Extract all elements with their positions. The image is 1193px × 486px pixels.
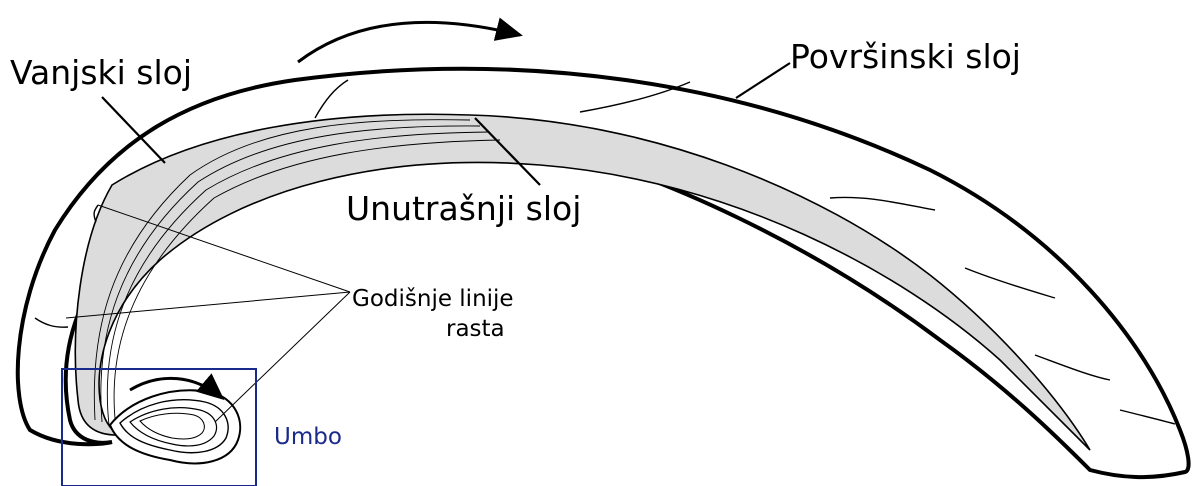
outer-layer-label: Vanjski sloj <box>10 56 192 89</box>
surface-layer-label: Površinski sloj <box>790 40 1021 73</box>
umbo-label: Umbo <box>274 426 342 449</box>
growth-direction-arrow-top <box>298 22 520 62</box>
umbo-beak <box>110 390 240 463</box>
growth-lines-label-line1: Godišnje linije <box>352 288 514 311</box>
inner-layer-label: Unutrašnji sloj <box>346 192 581 225</box>
growth-lines-label-line2: rasta <box>446 318 505 341</box>
